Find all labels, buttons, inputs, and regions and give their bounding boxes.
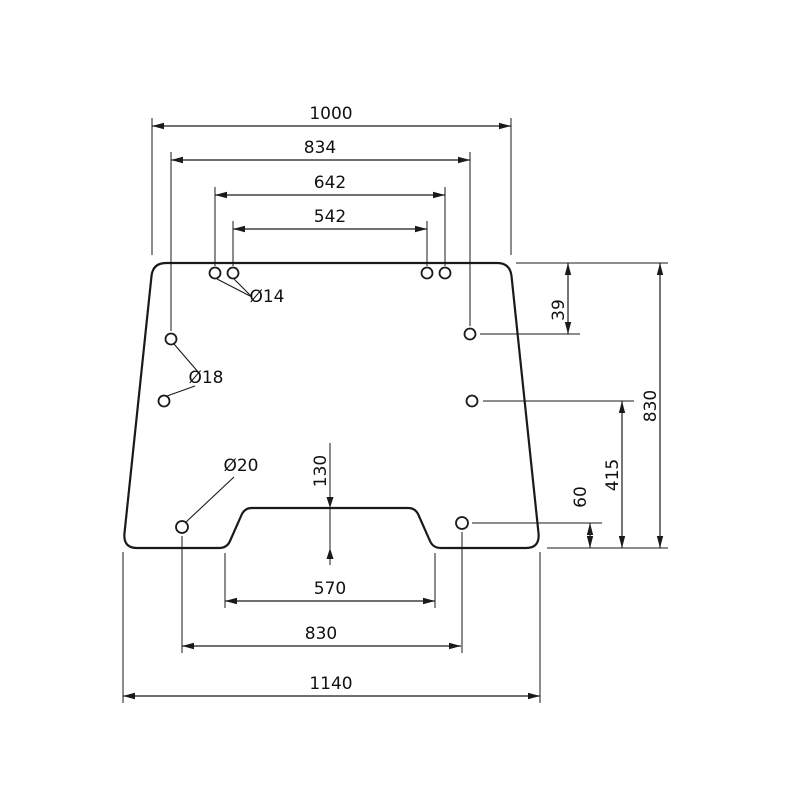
dim-lower-hole-to-bottom: 60 (571, 486, 591, 508)
leader-d20 (184, 476, 235, 524)
dim-top-outer-holes-span: 642 (314, 173, 346, 193)
hole-left-upper (164, 332, 178, 346)
leader-d18-a (173, 343, 200, 374)
leader-d14-b (233, 278, 253, 298)
hole-top-left-outer (208, 266, 222, 280)
hole-bottom-left (175, 520, 189, 534)
dim-bottom-width: 1140 (309, 674, 352, 694)
dim-top-edge-to-upper-hole: 39 (549, 299, 569, 321)
dim-lower-holes-span: 830 (305, 624, 337, 644)
leader-d14-a (216, 278, 253, 298)
dim-mid-hole-to-bottom: 415 (603, 459, 623, 491)
dimension-labels: 1000 834 642 542 570 830 1140 39 830 415… (188, 104, 661, 694)
hole-top-left-inner (226, 266, 240, 280)
glass-panel-outline (123, 261, 540, 550)
hole-left-mid (157, 394, 171, 408)
leader-lines (166, 278, 253, 524)
hole-right-mid (465, 394, 479, 408)
hole-top-right-outer (438, 266, 452, 280)
extension-lines (122, 118, 668, 703)
hole-top-right-inner (420, 266, 434, 280)
dim-top-width: 1000 (309, 104, 352, 124)
mounting-holes (157, 266, 479, 534)
glass-outline-path (123, 261, 540, 550)
hole-bottom-right (455, 516, 469, 530)
dim-notch-height: 130 (311, 455, 331, 487)
label-hole-diameter-20: Ø20 (223, 456, 258, 476)
label-hole-diameter-18: Ø18 (188, 368, 223, 388)
leader-d18-b (166, 385, 196, 397)
dimension-lines (123, 122, 664, 700)
dim-top-inner-holes-span: 542 (314, 207, 346, 227)
dim-notch-width: 570 (314, 579, 346, 599)
label-hole-diameter-14: Ø14 (249, 287, 284, 307)
arrow-130-bottom (326, 548, 334, 559)
dim-total-height: 830 (641, 390, 661, 422)
arrow-130-top (326, 497, 334, 508)
hole-right-upper (463, 327, 477, 341)
dim-upper-side-holes-span: 834 (304, 138, 336, 158)
